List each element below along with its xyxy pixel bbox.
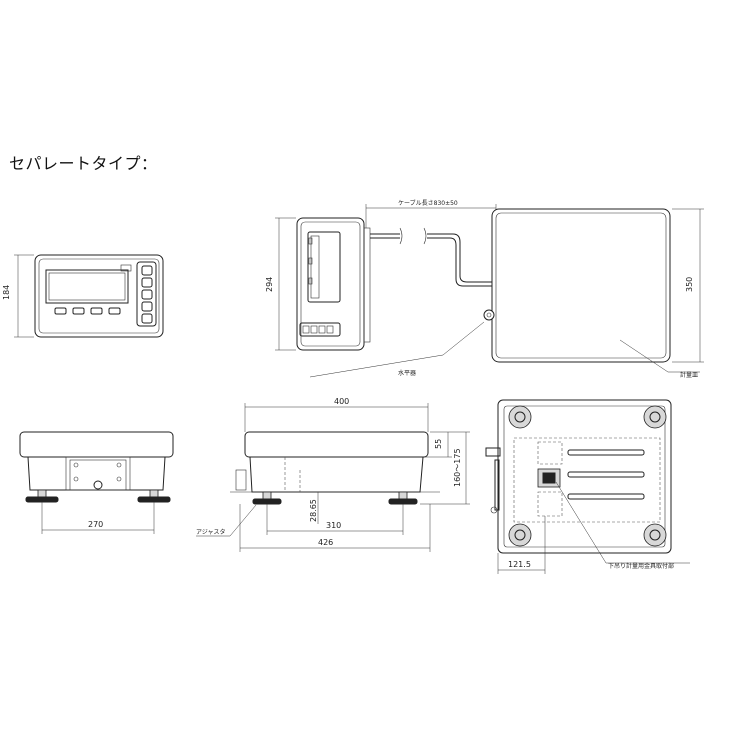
dim-side-height-range: 160～175	[453, 448, 462, 487]
dim-side-clearance: 28.65	[309, 499, 318, 522]
scale-front-view: 270	[19, 431, 174, 534]
label-pan: 計量皿	[680, 371, 698, 379]
display-side-view: 294 ケーブル長さ830±50	[265, 199, 497, 351]
dim-side-height: 294	[265, 277, 274, 292]
scale-side-view: 400 55 160～175 28.65 310 426 アジャスタ	[196, 397, 470, 552]
dim-side-foot-span: 310	[326, 521, 341, 530]
display-key-row	[54, 307, 121, 315]
dim-platform-depth: 350	[685, 277, 694, 292]
page-title: セパレートタイプ：	[9, 154, 158, 173]
scale-bottom-view: 121.5 下吊り計量用金具取付部	[485, 399, 690, 574]
bottom-adjuster-feet	[508, 405, 667, 547]
dim-side-top-width: 400	[334, 397, 349, 406]
label-hanger: 下吊り計量用金具取付部	[608, 562, 674, 570]
dim-side-overall-width: 426	[318, 538, 333, 547]
label-adjuster: アジャスタ	[196, 528, 225, 536]
dim-display-height: 184	[2, 285, 11, 300]
dim-side-platter: 55	[434, 439, 443, 449]
label-level: 水平器	[398, 369, 416, 377]
dim-bottom-offset: 121.5	[508, 560, 531, 569]
dim-front-width: 270	[88, 520, 103, 529]
display-key-column	[141, 265, 153, 324]
display-front-view: 184	[2, 254, 164, 338]
platform-top-view: 350 水平器 計量皿	[309, 208, 704, 379]
dim-cable-length: ケーブル長さ830±50	[398, 199, 458, 207]
